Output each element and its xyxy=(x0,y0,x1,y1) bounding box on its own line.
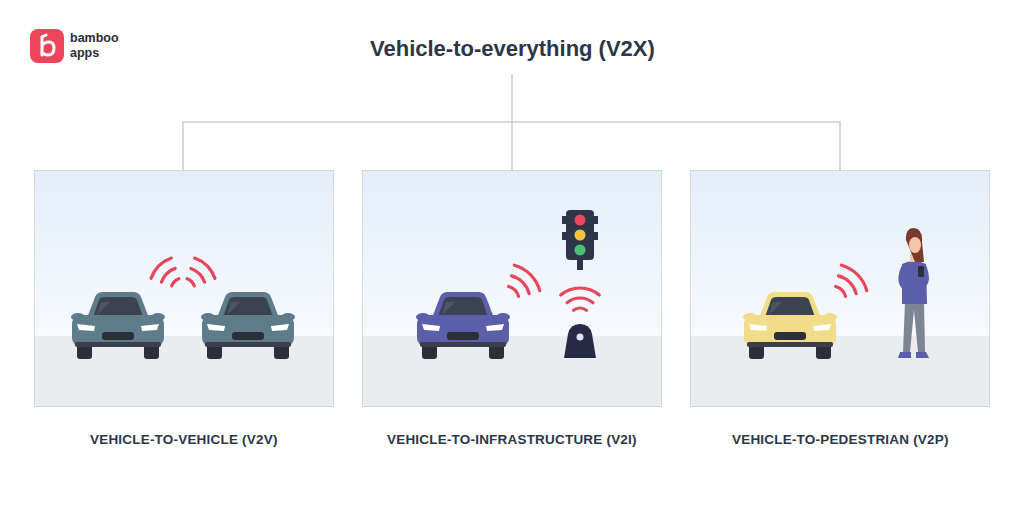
v2v-signal xyxy=(139,246,226,333)
diagram-title: Vehicle-to-everything (V2X) xyxy=(370,36,655,62)
v2i-car xyxy=(416,292,510,359)
traffic-light xyxy=(562,210,598,270)
v2p-car xyxy=(743,292,837,359)
tree-bracket xyxy=(183,74,840,170)
v2v-cars xyxy=(71,292,295,359)
logo-icon xyxy=(30,29,64,63)
logo-text: apps xyxy=(70,46,99,60)
logo-text: bamboo xyxy=(70,31,119,45)
panel-node: VEHICLE-TO-PEDESTRIAN (V2P) xyxy=(690,170,990,460)
pedestrian xyxy=(898,228,929,358)
panels xyxy=(35,171,990,407)
panel-label: VEHICLE-TO-PEDESTRIAN (V2P) xyxy=(732,432,949,447)
v2i-signal xyxy=(461,256,622,360)
panel-label: VEHICLE-TO-INFRASTRUCTURE (V2I) xyxy=(387,432,637,447)
roadside-unit xyxy=(564,324,596,358)
panel-node: VEHICLE-TO-VEHICLE (V2V) xyxy=(34,170,334,460)
panel-label: VEHICLE-TO-VEHICLE (V2V) xyxy=(90,432,278,447)
panel-node: VEHICLE-TO-INFRASTRUCTURE (V2I) xyxy=(362,170,662,460)
v2p-signal xyxy=(788,256,876,344)
